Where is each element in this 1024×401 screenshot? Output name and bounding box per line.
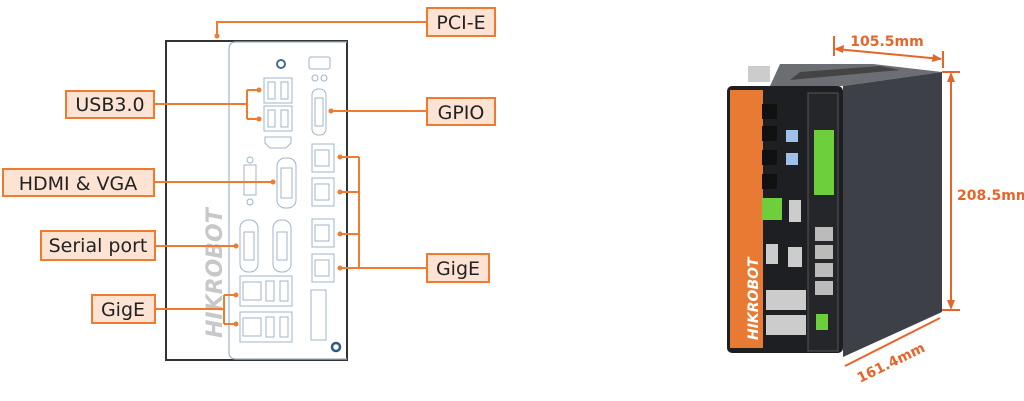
leader-lines — [155, 21, 427, 325]
rear-panel-drawing: HIKROBOT — [165, 40, 348, 361]
dimension-width: 105.5mm — [850, 34, 923, 50]
label-pcie: PCI-E — [426, 7, 496, 37]
svg-text:USB3.0: USB3.0 — [75, 94, 144, 116]
brand-logo: HIKROBOT — [746, 256, 762, 340]
lan-ports-right — [311, 143, 335, 283]
svg-text:Serial port: Serial port — [49, 235, 148, 257]
svg-text:PCI-E: PCI-E — [436, 12, 485, 34]
dimension-lines — [833, 36, 960, 367]
svg-text:HDMI & VGA: HDMI & VGA — [19, 173, 138, 195]
label-usb: USB3.0 — [65, 90, 155, 119]
dimension-depth: 161.4mm — [855, 340, 928, 387]
product-render: HIKROBOT — [727, 64, 942, 357]
dimension-height: 208.5mm — [957, 188, 1024, 204]
serial-ports — [239, 219, 292, 273]
label-gige-left: GigE — [91, 294, 156, 324]
usb-ports — [263, 77, 293, 149]
svg-text:GPIO: GPIO — [438, 102, 485, 124]
label-gpio: GPIO — [426, 97, 496, 126]
label-gige-right: GigE — [426, 253, 490, 283]
vga-port — [243, 156, 297, 209]
label-hdmi-vga: HDMI & VGA — [2, 168, 155, 197]
svg-text:GigE: GigE — [101, 299, 145, 321]
label-serial-port: Serial port — [40, 230, 156, 261]
lan-usb-blocks — [239, 275, 293, 343]
svg-text:GigE: GigE — [436, 258, 480, 280]
leader-dots — [214, 33, 343, 327]
gpio-port — [311, 88, 327, 136]
